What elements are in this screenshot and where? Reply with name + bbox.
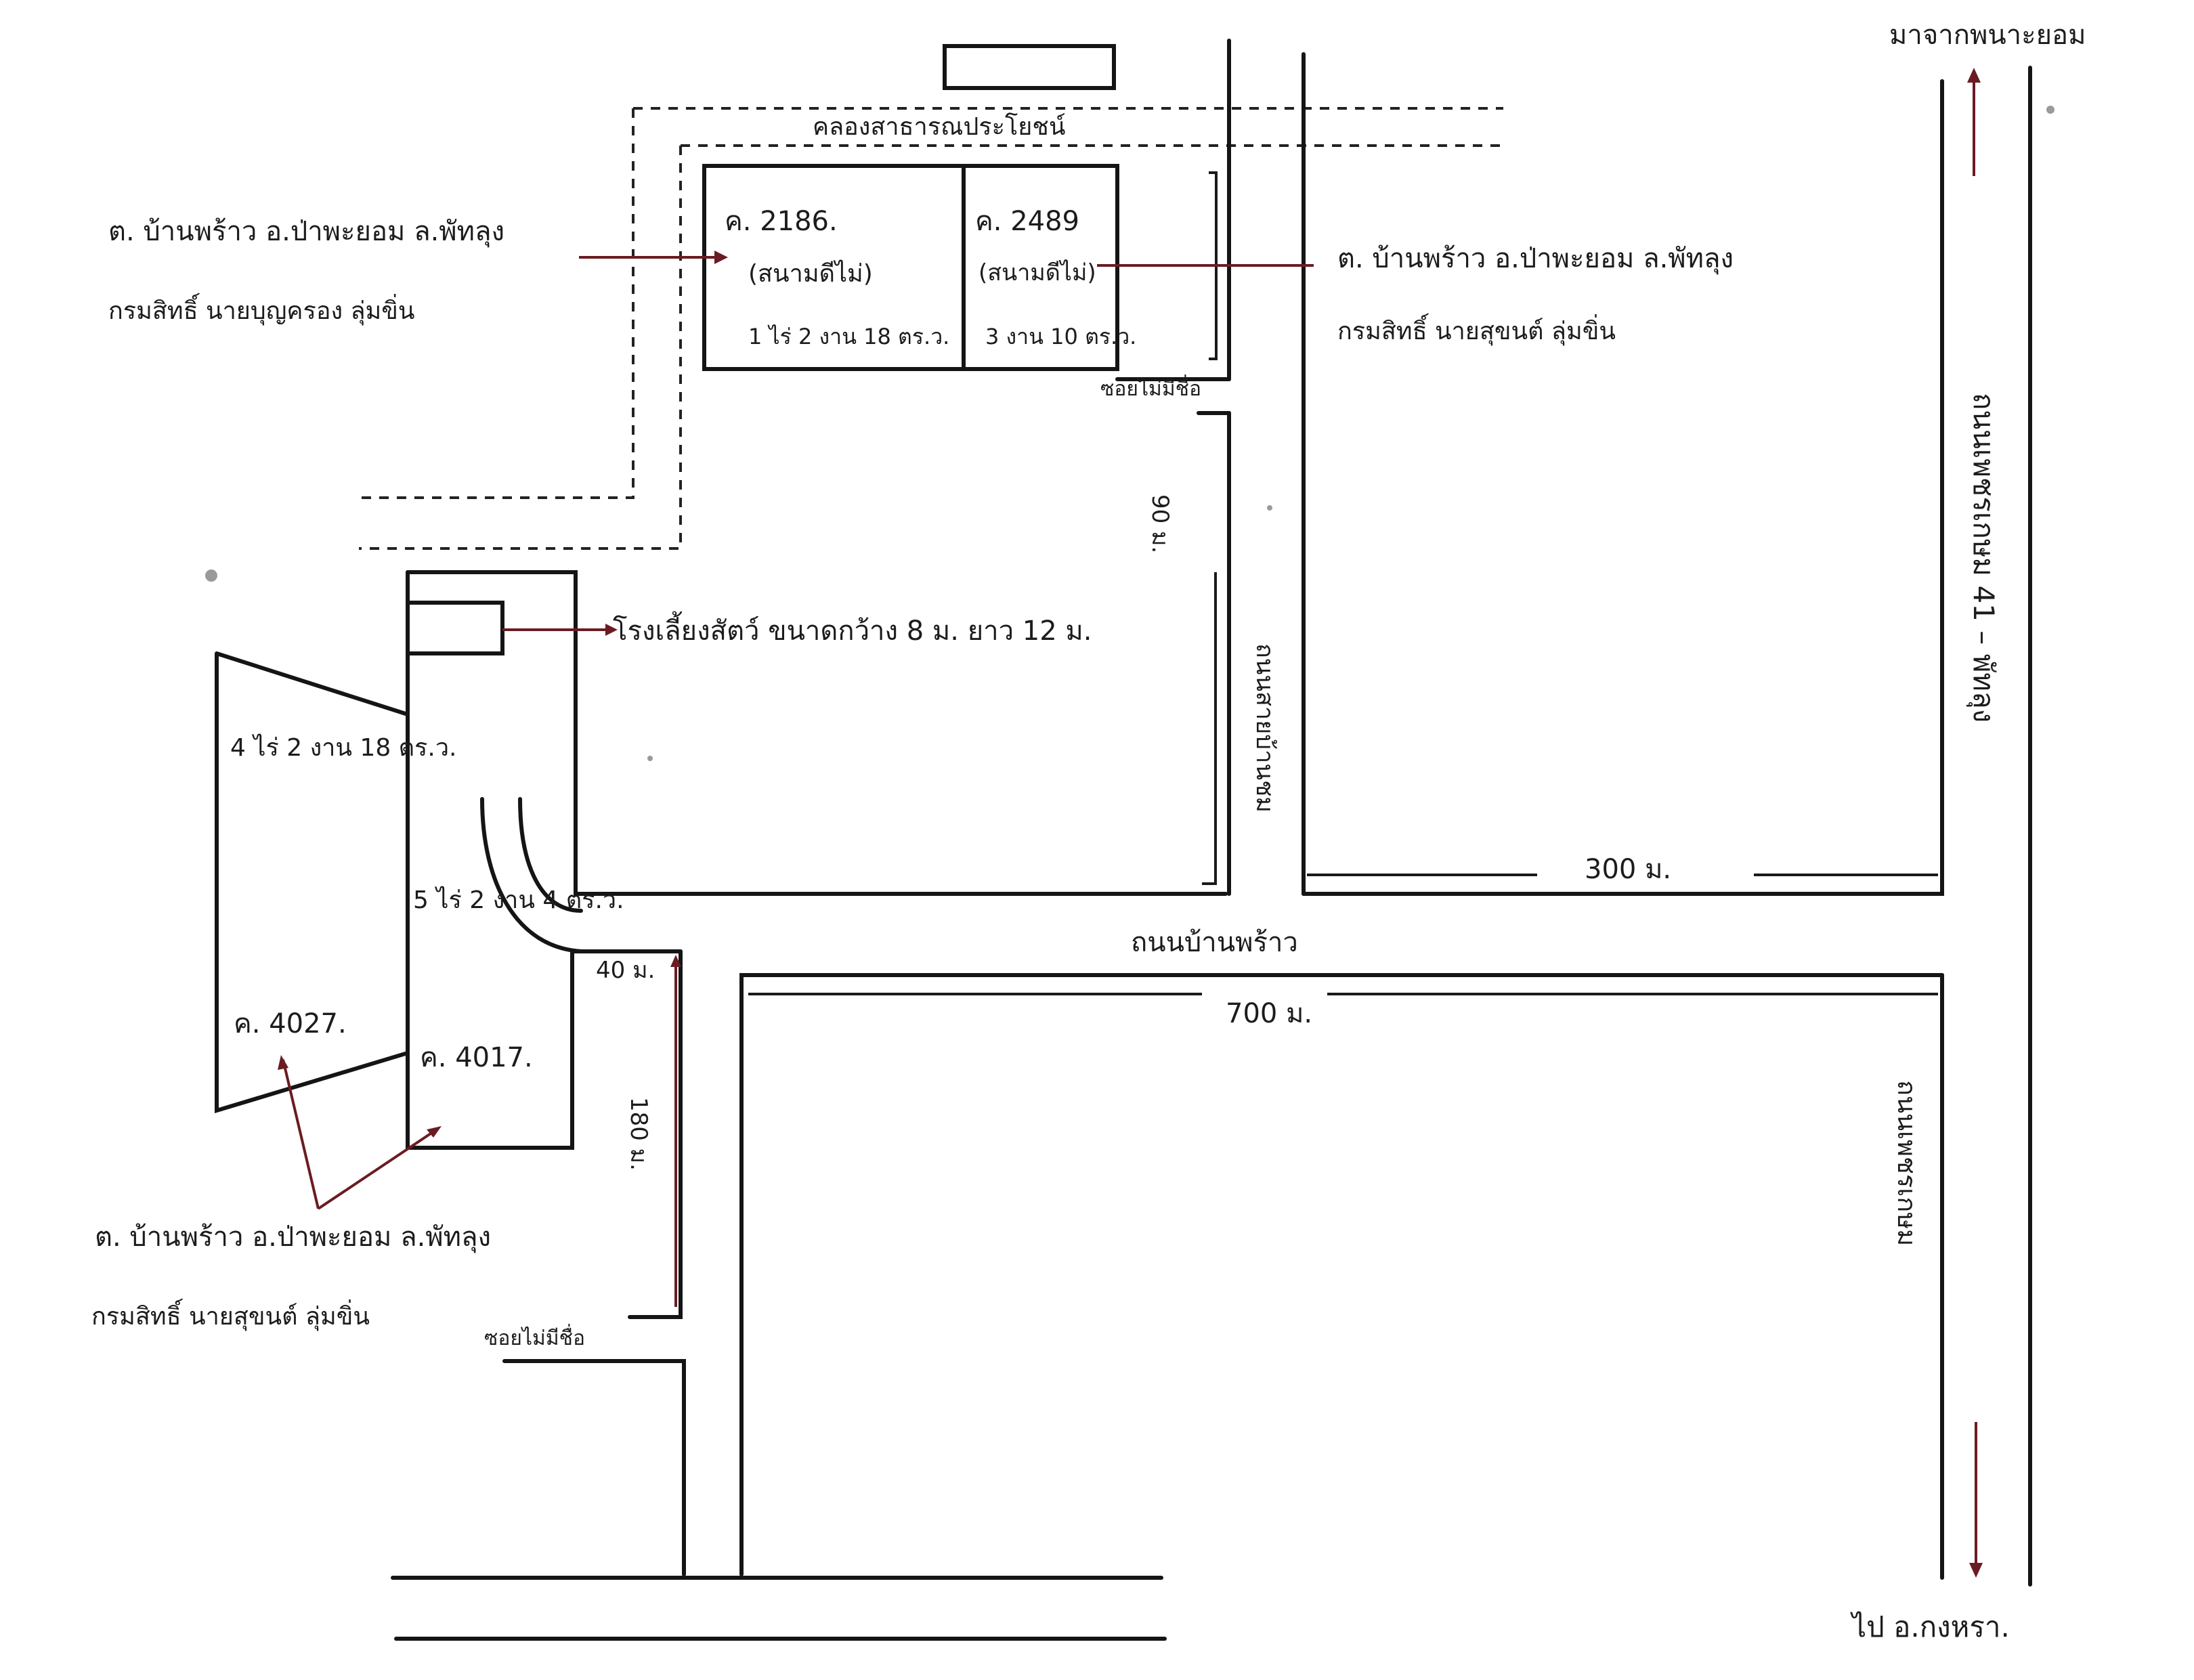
access-road-curve-inner [518,797,583,913]
label-dist-40m: 40 ม. [596,957,655,984]
plot-2186-id: ค. 2186. [725,206,838,237]
plot-2489-area: 3 งาน 10 ตร.ว. [985,324,1137,349]
label-bottom-owner-line2: กรมสิทธิ์ นายสุขนต์ ลุ่มขิ่น [91,1303,370,1331]
soi-bottom-right-edge [628,949,683,1319]
central-parcel-outline [406,570,1228,896]
label-left-owner-line1: ต. บ้านพร้าว อ.ป่าพะยอม ล.พัทลุง [108,216,505,247]
plot-2186-area: 1 ไร่ 2 งาน 18 ตร.ว. [748,324,950,349]
right-block-outline [1302,79,1944,896]
plot-2186-2489-outline [702,164,1119,371]
dimension-90m [1202,572,1217,885]
label-road-vertical-bottom-right: ถนนเพชรเกษม [1892,1080,1922,1247]
central-parcel-left [406,570,574,1150]
annotation-arrows [278,68,1983,1578]
road-ban-phrao-lower-edge [739,973,1944,1576]
label-canal: คลองสาธารณประโยชน์ [813,113,1066,141]
label-bottom-owner-line1: ต. บ้านพร้าว อ.ป่าพะยอม ล.พัทลุง [95,1222,492,1253]
plot-4027-outline [215,651,410,1114]
label-road-vertical-mid: ถนนสายบ้านชม [1251,643,1278,813]
top-marker-box [943,44,1116,90]
label-soi-unnamed-bottom: ซอยไม่มีชื่อ [484,1327,585,1350]
access-road-curve-outer [480,797,584,953]
barn-box [406,601,504,655]
plot-4017-id: ค. 4017. [420,1042,533,1073]
label-right-owner-line1: ต. บ้านพร้าว อ.ป่าพะยอม ล.พัทลุง [1337,243,1734,274]
label-dist-300m: 300 ม. [1585,854,1672,885]
plot-4027-area: 4 ไร่ 2 งาน 18 ตร.ว. [230,734,457,762]
canal-dashed-boundary [359,107,1503,550]
label-soi-unnamed-top: ซอยไม่มีชื่อ [1100,377,1201,401]
bottom-left-block [502,1359,686,1576]
label-top-right-direction: มาจากพนาะยอม [1889,20,2086,51]
label-left-owner-line2: กรมสิทธิ์ นายบุญครอง ลุ่มขิ่น [108,297,415,325]
label-dist-700m: 700 ม. [1226,998,1313,1029]
label-bottom-right-direction: ไป อ.กงหรา. [1852,1610,2010,1643]
label-highway: ถนนเพชรเกษม 41 – พัทลุง [1967,393,2000,723]
label-right-owner-line2: กรมสิทธิ์ นายสุขนต์ ลุ่มขิ่น [1337,318,1616,345]
plot-4027-id: ค. 4027. [234,1008,347,1039]
label-dist-180m: 180 ม. [625,1097,652,1171]
label-barn: โรงเลี้ยงสัตว์ ขนาดกว้าง 8 ม. ยาว 12 ม. [613,616,1092,647]
label-road-ban-phrao: ถนนบ้านพร้าว [1131,927,1298,958]
plot-2489-id: ค. 2489 [975,206,1079,237]
plot-2186-note: (สนามดีไม่) [748,260,873,288]
plot-4017-area: 5 ไร่ 2 งาน 4 ตร.ว. [413,886,624,914]
plot-2489-note: (สนามดีไม่) [978,259,1096,286]
label-dist-90m: 90 ม. [1146,494,1174,554]
